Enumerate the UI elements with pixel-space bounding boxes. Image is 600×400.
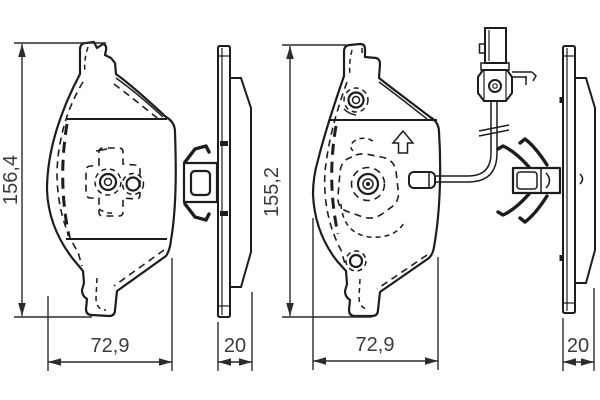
side-rivet-ring: [125, 176, 141, 192]
sensor-plug-body: [484, 27, 507, 64]
spring-claw-bottom-outer: [496, 192, 531, 217]
hub-dashed-circle: [350, 166, 386, 202]
piston-clip-window: [189, 169, 212, 197]
arrowhead-right: [239, 358, 252, 366]
top-chamfer-dashed: [113, 83, 162, 122]
retainer-clip-arc: [545, 172, 551, 189]
spring-claw-top-inner: [518, 137, 549, 167]
pad-side-view-inner: [496, 45, 596, 314]
clip-spring-arm-top: [183, 144, 211, 164]
plate-notch-top: [559, 97, 564, 103]
top-hole-ring: [347, 91, 365, 109]
damper-tick-bottom: [98, 208, 115, 214]
arrowhead-up: [286, 46, 294, 59]
hub-center-dot: [366, 182, 370, 186]
sensor-grommet-ring: [488, 79, 502, 93]
arrowhead-up: [18, 44, 26, 57]
lower-hole-ring: [348, 253, 364, 269]
top-hole-dashed-circle: [343, 87, 369, 113]
backplate-strip: [562, 45, 576, 314]
left-edge-dashed: [56, 81, 84, 267]
backplate-outline: [311, 42, 442, 318]
clip-spring-arm-bottom: [183, 202, 211, 222]
wire-break-marks: [478, 124, 510, 137]
left-edge-dashed: [323, 81, 348, 265]
arrowhead-right: [159, 358, 172, 366]
wear-sensor-assembly: [408, 27, 537, 189]
clip-hole-top: [220, 141, 228, 146]
wire-terminal: [408, 171, 436, 189]
retainer-clip-window: [516, 171, 538, 190]
hub-inner-ring: [362, 178, 374, 190]
friction-side-mark: [579, 173, 584, 185]
spring-claw-bottom-inner: [518, 194, 549, 224]
friction-left-edge-bold-dashed: [61, 123, 71, 237]
up-arrow-icon: [391, 129, 415, 154]
damper-plate-dashed-outline: [337, 153, 400, 219]
damper-tick-top: [95, 148, 108, 152]
sensor-plug-latch: [478, 43, 486, 54]
tab-dashed: [83, 46, 89, 74]
dimension-height-inner: 155,2: [261, 44, 372, 318]
friction-block: [574, 77, 596, 284]
rivet-ring: [98, 172, 118, 192]
sensor-hex-body: [477, 69, 513, 102]
sensor-flange: [480, 62, 510, 71]
pad-front-view-outer: [45, 40, 177, 318]
arrowhead-down: [18, 303, 26, 316]
bottom-chamfer-dashed: [376, 254, 428, 290]
dimension-label-width-inner: 72,9: [356, 334, 395, 356]
dimension-label-width-outer: 72,9: [91, 335, 130, 357]
dimension-height-outer: 156,4: [0, 42, 106, 318]
arrowhead-left: [313, 357, 326, 365]
clip-hole-bottom: [220, 211, 228, 216]
friction-left-edge-bold-dashed: [330, 125, 340, 235]
retainer-clip-box: [511, 166, 562, 195]
piston-clip-box: [182, 161, 219, 204]
backplate-outline: [45, 40, 177, 318]
bottom-chamfer-dashed: [113, 249, 165, 287]
sensor-wire: [436, 101, 498, 183]
dimension-label-height-outer: 156,4: [0, 155, 22, 205]
dimension-label-thickness-outer: 20: [224, 335, 246, 357]
dimension-thickness-inner: 20: [562, 288, 595, 371]
rivet-center: [103, 177, 113, 187]
plate-notch-bottom: [559, 255, 564, 261]
friction-block: [229, 77, 252, 288]
sensor-grommet-center: [492, 83, 498, 89]
top-hole-center: [351, 95, 361, 105]
dimension-label-thickness-inner: 20: [567, 335, 589, 357]
dimension-label-height-inner: 155,2: [261, 167, 283, 217]
dimension-width-inner: 72,9: [312, 218, 439, 370]
sensor-bracket-arm: [512, 71, 537, 82]
damper-lower-dashed-arc: [340, 203, 406, 238]
dimension-width-outer: 72,9: [47, 258, 173, 371]
arrowhead-right: [425, 357, 438, 365]
pad-front-view-inner: [311, 42, 442, 318]
hub-ring: [356, 172, 380, 196]
spring-claw-top-outer: [496, 144, 531, 169]
pad-side-view-outer: [182, 45, 252, 318]
damper-top-curl: [350, 137, 374, 152]
damper-cross-outline: [85, 147, 141, 217]
arrowhead-left: [563, 358, 576, 366]
lug-dashed: [95, 277, 107, 311]
rivet-outer-dashed-circle: [94, 168, 122, 196]
sensor-bracket-tab: [512, 76, 527, 85]
lug-dashed: [358, 278, 370, 310]
backplate-strip: [217, 45, 231, 318]
top-hole-tick: [343, 108, 357, 116]
side-rivet-dashed-circle: [121, 172, 145, 196]
arrowhead-left: [48, 358, 61, 366]
top-chamfer-line: [378, 81, 428, 120]
arrowhead-left: [218, 358, 231, 366]
lower-hole-dashed-circle: [345, 250, 367, 272]
top-chamfer-line: [115, 77, 164, 118]
tab-dashed: [348, 48, 363, 75]
arrowhead-right: [581, 358, 594, 366]
arrowhead-down: [286, 303, 294, 316]
dimension-thickness-outer: 20: [217, 292, 253, 371]
